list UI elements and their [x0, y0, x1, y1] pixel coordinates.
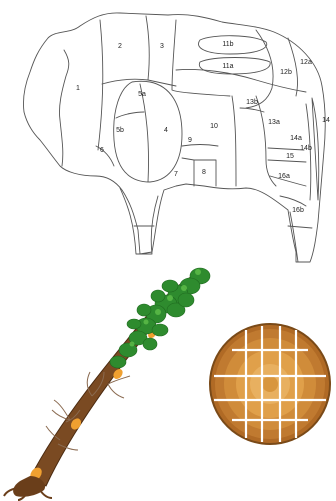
cut-label-13a: 13a — [268, 119, 280, 126]
cut-label-4: 4 — [164, 127, 168, 134]
cut-label-16b: 16b — [292, 207, 304, 214]
cut-line-14-inner — [306, 104, 311, 200]
cut-label-15: 15 — [286, 153, 294, 160]
cut-line-15 — [268, 160, 306, 162]
cut-line-12a-12b — [288, 38, 298, 96]
cut-label-2: 2 — [118, 43, 122, 50]
cut-label-1: 1 — [76, 85, 80, 92]
tree-foliage — [110, 268, 210, 368]
cut-label-9: 9 — [188, 137, 192, 144]
cut-line-2-3 — [146, 16, 149, 80]
cut-label-12b: 12b — [280, 69, 292, 76]
cut-line-9 — [182, 145, 218, 147]
cut-label-6: 6 — [100, 147, 104, 154]
cut-line-10-13 — [232, 96, 236, 186]
cut-line-12 — [246, 30, 273, 108]
cut-label-14b: 14b — [300, 145, 312, 152]
tree-roots — [13, 476, 45, 497]
cut-label-10: 10 — [210, 123, 218, 130]
cut-line-2-5 — [102, 79, 176, 86]
cut-oval-shoulder — [114, 81, 182, 182]
cut-line-neck — [59, 50, 68, 166]
cut-label-7: 7 — [174, 171, 178, 178]
cut-label-5b: 5b — [116, 127, 124, 134]
cut-line-5b — [116, 112, 144, 118]
log-cross-section-icon — [210, 324, 330, 444]
log-pith — [262, 376, 278, 392]
cut-line-13 — [256, 96, 276, 186]
hind-leg-joint — [288, 226, 312, 228]
cut-line-14a — [268, 148, 304, 150]
cut-label-5a: 5a — [138, 91, 146, 98]
hind-leg — [290, 212, 298, 262]
cut-label-14a: 14a — [290, 135, 302, 142]
felled-tree-icon — [4, 268, 210, 500]
cut-line-6 — [96, 146, 114, 166]
cut-line-14-band — [312, 98, 319, 200]
cut-label-12a: 12a — [300, 59, 312, 66]
cut-label-16a: 16a — [278, 173, 290, 180]
cut-label-8: 8 — [202, 169, 206, 176]
cut-line-5a-4 — [140, 84, 149, 182]
beef-cuts-diagram: 1 2 3 4 5a 5b 6 7 8 9 10 11a 11b 12a 12b… — [23, 13, 330, 262]
cut-label-14: 14 — [322, 117, 330, 124]
cut-line-7 — [182, 158, 194, 186]
cut-label-11a: 11a — [222, 63, 233, 70]
cow-outline — [23, 13, 325, 262]
cut-line-16b — [280, 196, 306, 206]
cut-oval-11a — [199, 58, 270, 75]
cut-label-13b: 13b — [246, 99, 258, 106]
cut-line-1-2 — [98, 20, 103, 150]
cut-label-11b: 11b — [222, 41, 233, 48]
cut-label-3: 3 — [160, 43, 164, 50]
